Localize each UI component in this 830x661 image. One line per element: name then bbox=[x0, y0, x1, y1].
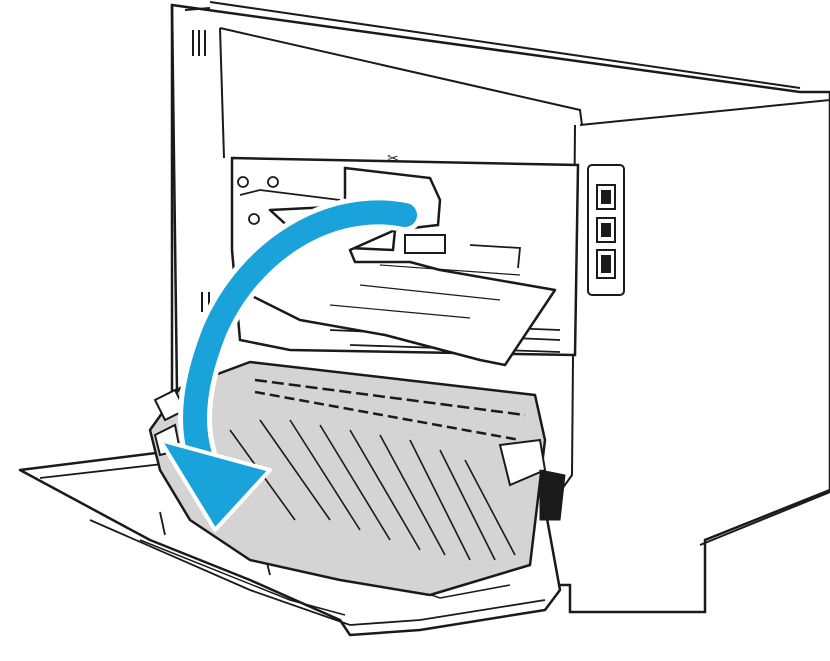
port-panel bbox=[587, 164, 625, 296]
jam-arrow-icon bbox=[158, 195, 422, 532]
scissors-icon: ✂ bbox=[387, 151, 399, 167]
door-inner-panel bbox=[148, 360, 566, 597]
upper-mark bbox=[192, 30, 206, 56]
